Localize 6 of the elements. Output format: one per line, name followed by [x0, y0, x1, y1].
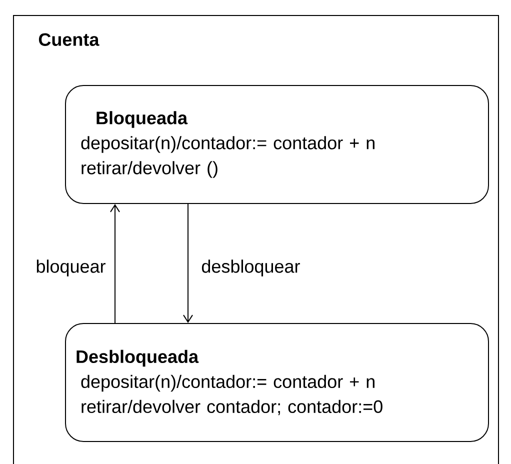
edge-label: desbloquear [200, 258, 302, 278]
state-box: Bloqueada depositar(n)/contador:= contador + n retirar/devolver () [65, 85, 489, 204]
state-box: Desbloqueada depositar(n)/contador:= contador + n retirar/devolver contador; contador:=0 [65, 323, 489, 442]
arrow [110, 204, 120, 324]
arrow [183, 204, 193, 323]
edge-label: bloquear [34, 258, 107, 278]
